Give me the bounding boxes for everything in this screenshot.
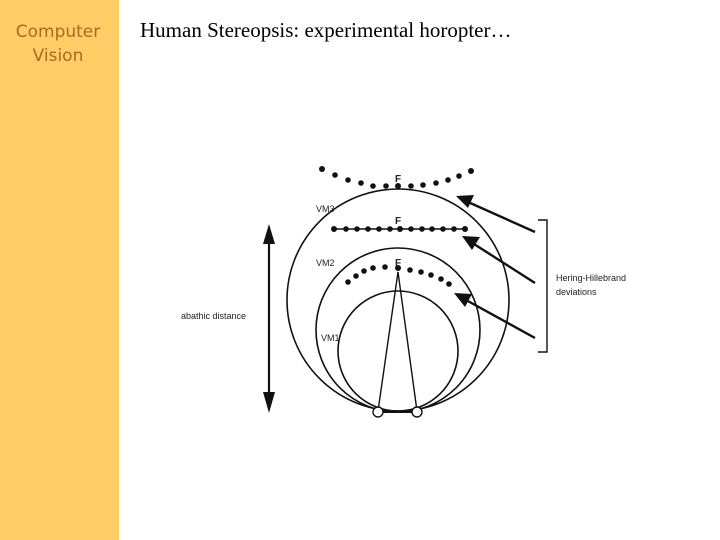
hh-arrow-low-head xyxy=(454,293,472,307)
sidebar-panel: Computer Vision xyxy=(0,0,119,540)
label-f-low: F xyxy=(395,258,401,269)
slide-title: Human Stereopsis: experimental horopter… xyxy=(140,18,512,42)
hh-bracket xyxy=(538,219,548,353)
horopter-dots-abathic xyxy=(331,226,468,232)
label-f-top: F xyxy=(395,174,401,185)
label-abathic-distance: abathic distance xyxy=(181,311,246,321)
label-hering-hillebrand: Hering-Hillebrand xyxy=(556,273,626,283)
left-eye-sightline xyxy=(377,271,399,412)
horopter-dots-near xyxy=(345,264,452,287)
hh-arrow-mid-head xyxy=(462,236,480,250)
abathic-arrowhead-up xyxy=(263,224,275,244)
left-eye xyxy=(372,406,384,418)
hh-arrow-mid-shaft xyxy=(473,242,536,285)
horopter-dots-far xyxy=(319,166,474,189)
right-eye-sightline xyxy=(397,271,418,412)
vm1-circle xyxy=(337,290,459,412)
hh-arrow-low-shaft xyxy=(465,298,536,340)
label-vm2: VM2 xyxy=(316,258,335,268)
label-vm1: VM1 xyxy=(321,333,340,343)
sidebar-title: Computer Vision xyxy=(15,22,101,66)
label-vm3: VM3 xyxy=(316,204,335,214)
label-f-mid: F xyxy=(395,216,401,227)
right-eye xyxy=(411,406,423,418)
label-deviations: deviations xyxy=(556,287,597,297)
hh-arrow-top-head xyxy=(456,195,474,208)
hh-arrow-top-shaft xyxy=(467,200,536,234)
abathic-arrowhead-down xyxy=(263,392,275,413)
